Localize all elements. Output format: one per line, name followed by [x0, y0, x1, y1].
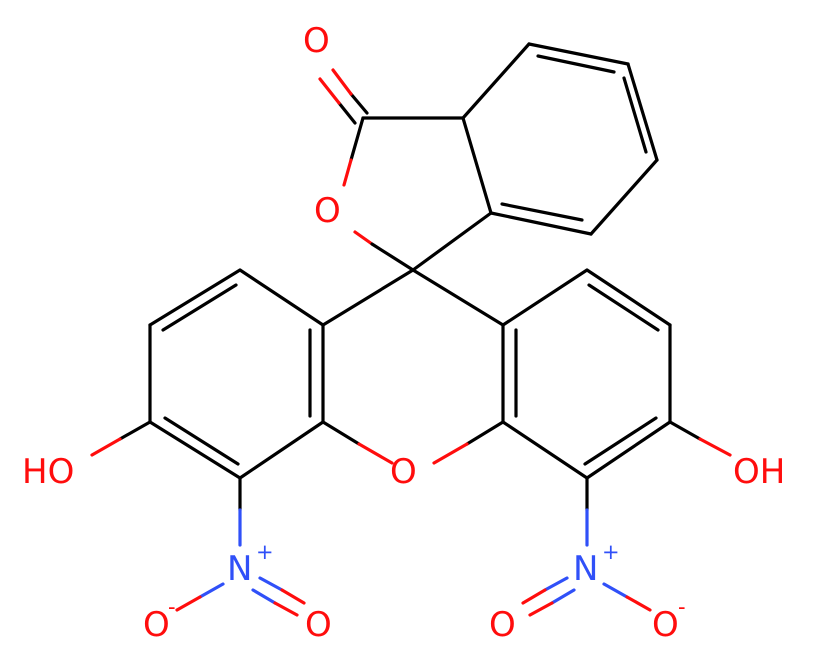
- bond: [461, 42, 531, 120]
- bond: [370, 242, 415, 272]
- bond: [465, 420, 505, 446]
- nitro-left-nitrogen-charge: +: [256, 540, 274, 564]
- bond: [500, 202, 584, 222]
- bond: [602, 582, 629, 599]
- xanthene-oxygen-label: O: [390, 452, 417, 492]
- bond: [349, 116, 365, 162]
- bond: [521, 588, 547, 605]
- bond: [550, 588, 576, 605]
- bond-lines: [90, 42, 732, 617]
- nitro-left-nitrogen-label: N: [227, 549, 252, 589]
- bond: [280, 588, 306, 605]
- bond: [543, 576, 569, 592]
- bond: [148, 420, 242, 480]
- lactone-oxygen-label: O: [314, 191, 341, 231]
- nitro-left-oxygen-label: O: [305, 605, 332, 645]
- bond: [163, 416, 240, 466]
- bond: [589, 158, 659, 236]
- bond: [536, 54, 616, 74]
- carbonyl-oxygen-label: O: [303, 21, 330, 61]
- bond: [626, 62, 659, 162]
- bond: [198, 582, 225, 599]
- bond: [585, 268, 672, 327]
- hydroxyl-left-label: HO: [22, 452, 74, 492]
- bond: [668, 420, 702, 441]
- nitro-left-oxide-oxygen-label: O: [143, 605, 170, 645]
- bond: [337, 101, 357, 125]
- nitro-left-oxide-charge: -: [168, 595, 176, 619]
- bond: [238, 420, 325, 480]
- nitro-right-nitrogen-charge: +: [602, 540, 620, 564]
- bond: [148, 268, 242, 327]
- bond: [342, 158, 353, 187]
- bond: [585, 420, 672, 480]
- bond: [353, 230, 374, 246]
- bond: [238, 268, 325, 327]
- bond: [698, 437, 732, 457]
- bond: [251, 588, 277, 605]
- bond: [501, 268, 589, 327]
- nitro-right-oxide-charge: -: [678, 595, 686, 619]
- bond: [411, 211, 493, 272]
- bond: [528, 601, 554, 617]
- nitro-right-oxygen-label: O: [489, 605, 516, 645]
- bond: [357, 442, 394, 465]
- bond: [273, 601, 299, 617]
- bond: [583, 416, 658, 466]
- nitro-right-nitrogen-label: N: [573, 549, 598, 589]
- bond: [587, 283, 660, 332]
- nitro-right-oxide-oxygen-label: O: [652, 605, 679, 645]
- bond: [625, 595, 652, 612]
- bond: [321, 268, 415, 327]
- hydroxyl-right-label: OH: [733, 452, 785, 492]
- bond: [331, 68, 353, 96]
- bond: [349, 92, 369, 115]
- bond: [527, 42, 630, 66]
- bond: [318, 77, 341, 105]
- bond: [118, 420, 152, 441]
- bond: [175, 595, 202, 612]
- atom-labels: O O O HO OH N + O - O N + O O -: [22, 21, 785, 645]
- bond: [489, 211, 593, 236]
- bond: [622, 76, 648, 154]
- bond: [501, 420, 589, 480]
- bond: [321, 420, 361, 446]
- bond: [161, 283, 238, 332]
- bond: [258, 576, 284, 592]
- bond: [461, 116, 493, 215]
- bond: [411, 268, 505, 327]
- bond: [432, 442, 469, 465]
- bond: [90, 437, 122, 457]
